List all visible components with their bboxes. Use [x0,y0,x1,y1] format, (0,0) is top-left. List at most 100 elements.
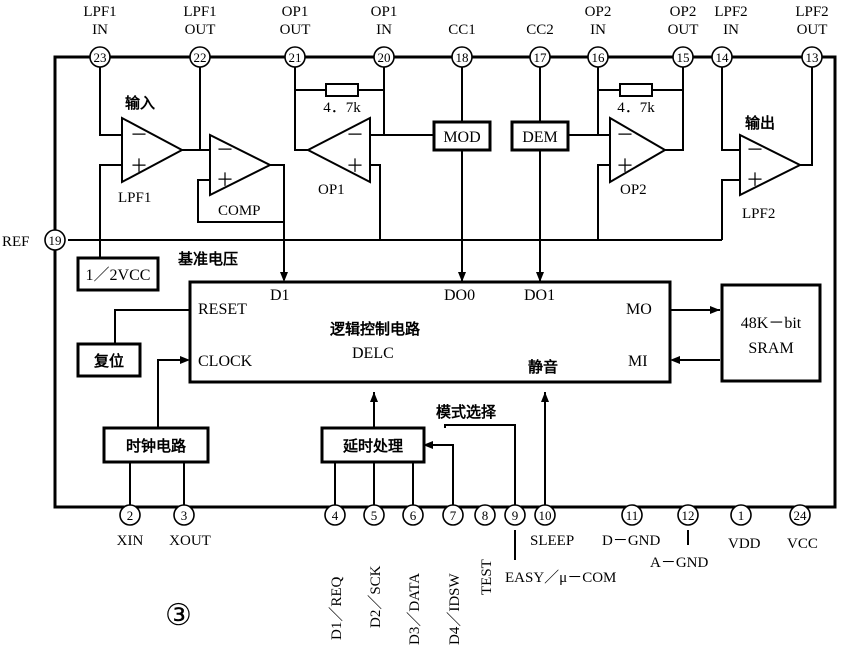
pin15 [672,46,694,68]
pin17-label1: CC2 [526,22,554,38]
pin18 [451,46,473,68]
pin20-label2: IN [376,22,392,38]
pin20 [373,46,395,68]
output-label: 输出 [745,114,775,132]
pin5-label: D2／SCK [367,565,384,628]
pin11-num: 11 [626,508,639,523]
pin14-num: 14 [716,50,730,65]
pin20-label1: OP1 [371,4,398,20]
pin4-label: D1／REQ [328,576,345,640]
logic-block [188,280,672,384]
pin14-label2: IN [723,22,739,38]
top-pins: 23 22 21 20 18 17 16 15 14 13 [89,46,823,68]
pin22-label2: OUT [185,22,216,38]
lpf1-amp [121,116,185,184]
pin20-num: 20 [378,50,391,65]
pin17-num: 17 [534,50,548,65]
ref-box-label: 1／2VCC [86,267,151,284]
reset-box [76,342,142,378]
bottom-pin-labels: XIN XOUT D1／REQ D2／SCK D3／DATA D4／IDSW T… [117,533,818,645]
svg-text:＋: ＋ [130,156,148,176]
pin12-num: 12 [682,508,695,523]
pin10-label: SLEEP [530,533,574,549]
sram-line1: 48K－bit [741,315,802,332]
pin3-label: XOUT [169,533,211,549]
svg-text:＋: ＋ [216,170,234,190]
pin10-num: 10 [539,508,552,523]
arrowheads [180,272,720,449]
delay-box [320,426,426,464]
svg-text:＋: ＋ [746,170,764,190]
resistor-2-label: 4．7k [617,100,655,116]
comp-label: COMP [218,203,261,219]
pin16-label1: OP2 [585,4,612,20]
pin23-label2: IN [92,22,108,38]
logic-mo-label: MO [626,301,652,318]
logic-title: 逻辑控制电路 [330,320,421,338]
chip-outline [53,55,837,509]
pin4 [324,504,346,526]
pin7-label: D4／IDSW [446,572,463,645]
pin21-num: 21 [289,50,302,65]
pin18-num: 18 [456,50,469,65]
pin2-num: 2 [127,508,134,523]
resistor-2 [619,83,653,97]
pin11 [621,504,643,526]
pin7 [442,504,464,526]
dem-box [510,120,570,152]
pin1-num: 1 [738,508,745,523]
pin13-label2: OUT [797,22,828,38]
clock-box [102,426,210,464]
pin9-label: EASY／μ－COM [505,569,616,586]
pin9-num: 9 [512,508,519,523]
svg-text:－: － [130,125,148,145]
pin23-label1: LPF1 [83,4,116,20]
figure-number: ③ [165,599,192,632]
pin24-num: 24 [794,508,808,523]
pin4-num: 4 [332,508,339,523]
mod-box [432,120,492,152]
sram-block [720,283,822,383]
pin23-num: 23 [94,50,107,65]
logic-clock-label: CLOCK [198,353,253,370]
pin19 [44,229,66,251]
op1-amp [305,116,371,184]
pin13-label1: LPF2 [795,4,828,20]
pin8 [474,504,496,526]
pin24-label: VCC [787,536,818,552]
pin22-label1: LPF1 [183,4,216,20]
delay-box-label: 延时处理 [342,437,403,455]
logic-do1-label: DO1 [524,287,555,304]
svg-text:－: － [216,140,234,160]
pin7-num: 7 [450,508,457,523]
pin8-num: 8 [482,508,489,523]
lpf1-label: LPF1 [118,190,151,206]
pin2-label: XIN [117,533,144,549]
pin21-label1: OP1 [282,4,309,20]
logic-mi-label: MI [628,353,648,370]
bottom-pins: 2 3 4 5 6 7 8 9 10 11 12 1 24 [119,504,811,526]
pin17 [529,46,551,68]
resistor-1-label: 4．7k [323,100,361,116]
wiring [68,67,813,560]
lpf2-amp [739,133,803,197]
pin19-num: 19 [49,233,62,248]
pin6-num: 6 [410,508,417,523]
logic-sub: DELC [352,345,394,362]
pin3-num: 3 [181,508,188,523]
pin22 [189,46,211,68]
pin8-label: TEST [479,559,495,595]
pin22-num: 22 [194,50,207,65]
pin10 [534,504,556,526]
ref-voltage-label: 基准电压 [177,250,238,268]
pin19-label: REF [2,234,30,250]
pin16-label2: IN [590,22,606,38]
pin24 [789,504,811,526]
pin16 [587,46,609,68]
svg-text:＋: ＋ [616,156,634,176]
pin15-num: 15 [677,50,690,65]
pin13 [801,46,823,68]
pin15-label1: OP2 [670,4,697,20]
mod-label: MOD [443,129,480,146]
pin12 [677,504,699,526]
